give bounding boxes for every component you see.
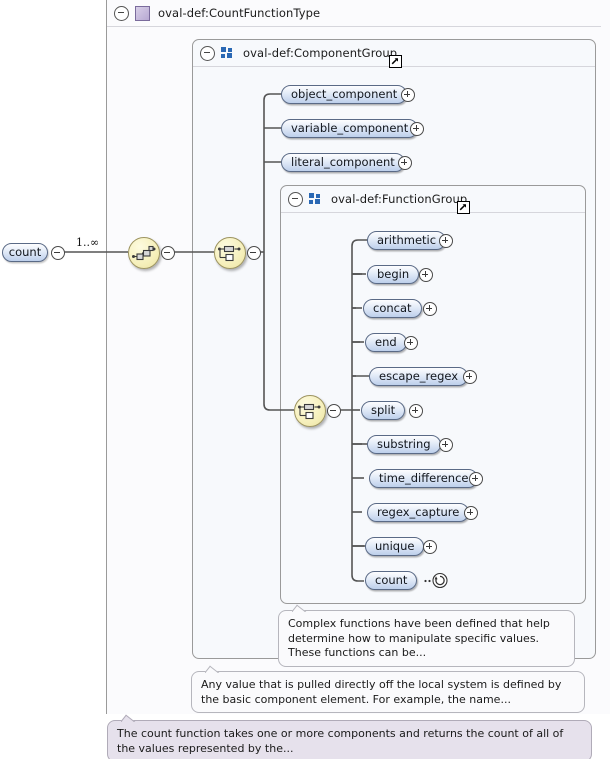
element-label: escape_regex xyxy=(379,368,459,383)
element-label: literal_component xyxy=(291,154,395,169)
root-element-count[interactable]: count xyxy=(2,243,48,262)
element-label: begin xyxy=(377,266,410,281)
element-label: regex_capture xyxy=(377,504,460,519)
expand-begin[interactable] xyxy=(419,268,433,282)
expand-concat[interactable] xyxy=(423,302,437,316)
element-time-difference[interactable]: time_difference xyxy=(369,469,479,488)
element-label: concat xyxy=(373,300,412,315)
count-type-annotation: The count function takes one or more com… xyxy=(107,720,592,759)
choice-compositor-icon-outer[interactable] xyxy=(214,237,246,269)
element-regex-capture[interactable]: regex_capture xyxy=(367,503,470,522)
element-label: unique xyxy=(375,538,415,553)
function-group-container: oval-def:FunctionGroup xyxy=(280,185,586,604)
element-split[interactable]: split xyxy=(361,401,406,420)
expand-literal-component[interactable] xyxy=(398,156,412,170)
cardinality-label: 1..∞ xyxy=(76,236,100,249)
callout-nub xyxy=(121,714,136,722)
root-element-label: count xyxy=(8,244,42,259)
element-label: time_difference xyxy=(379,470,469,485)
expand-unique[interactable] xyxy=(423,540,437,554)
callout-nub xyxy=(292,604,307,612)
element-variable-component[interactable]: variable_component xyxy=(281,119,419,138)
element-concat[interactable]: concat xyxy=(363,299,422,318)
external-link-arrow-icon[interactable] xyxy=(389,55,402,68)
choice-compositor-icon-inner[interactable] xyxy=(294,395,326,427)
annotation-text: Complex functions have been defined that… xyxy=(288,617,550,659)
recursion-icon[interactable] xyxy=(424,572,448,589)
external-link-arrow-icon[interactable] xyxy=(457,201,470,214)
expand-escape-regex[interactable] xyxy=(463,370,477,384)
root-collapse-toggle[interactable] xyxy=(51,246,65,260)
complex-type-icon xyxy=(135,5,150,21)
expand-arithmetic[interactable] xyxy=(439,234,453,248)
group-icon xyxy=(309,192,322,206)
minus-toggle-icon[interactable] xyxy=(200,45,215,61)
choice-outer-collapse-toggle[interactable] xyxy=(247,246,261,260)
complex-type-header: oval-def:CountFunctionType xyxy=(107,0,601,27)
function-group-annotation: Complex functions have been defined that… xyxy=(278,610,575,667)
complex-type-label: oval-def:CountFunctionType xyxy=(158,6,321,20)
element-literal-component[interactable]: literal_component xyxy=(281,153,405,172)
expand-end[interactable] xyxy=(404,336,418,350)
element-object-component[interactable]: object_component xyxy=(281,85,408,104)
expand-variable-component[interactable] xyxy=(410,122,424,136)
annotation-text: The count function takes one or more com… xyxy=(117,727,564,755)
element-label: end xyxy=(375,334,397,349)
element-begin[interactable]: begin xyxy=(367,265,420,284)
component-group-label: oval-def:ComponentGroup xyxy=(243,46,398,60)
element-count-recursive[interactable]: count xyxy=(365,571,418,590)
element-escape-regex[interactable]: escape_regex xyxy=(369,367,469,386)
element-label: object_component xyxy=(291,86,398,101)
sequence-collapse-toggle[interactable] xyxy=(161,246,175,260)
group-icon xyxy=(221,46,234,60)
component-group-annotation: Any value that is pulled directly off th… xyxy=(191,671,585,713)
element-substring[interactable]: substring xyxy=(367,435,441,454)
element-label: variable_component xyxy=(291,120,409,135)
expand-object-component[interactable] xyxy=(401,88,415,102)
expand-substring[interactable] xyxy=(439,438,453,452)
element-arithmetic[interactable]: arithmetic xyxy=(367,231,447,250)
choice-inner-collapse-toggle[interactable] xyxy=(327,404,341,418)
function-group-label: oval-def:FunctionGroup xyxy=(331,192,468,206)
expand-time-difference[interactable] xyxy=(469,472,483,486)
minus-toggle-icon[interactable] xyxy=(288,191,303,207)
expand-regex-capture[interactable] xyxy=(464,506,478,520)
sequence-compositor-icon[interactable] xyxy=(128,237,160,269)
element-label: count xyxy=(375,572,408,587)
function-group-header: oval-def:FunctionGroup xyxy=(281,186,585,213)
expand-split[interactable] xyxy=(409,404,423,418)
element-unique[interactable]: unique xyxy=(365,537,425,556)
element-end[interactable]: end xyxy=(365,333,407,352)
element-label: substring xyxy=(377,436,431,451)
element-label: arithmetic xyxy=(377,232,437,247)
callout-nub xyxy=(205,665,220,673)
annotation-text: Any value that is pulled directly off th… xyxy=(201,678,562,706)
minus-toggle-icon[interactable] xyxy=(114,5,129,21)
element-label: split xyxy=(371,402,396,417)
